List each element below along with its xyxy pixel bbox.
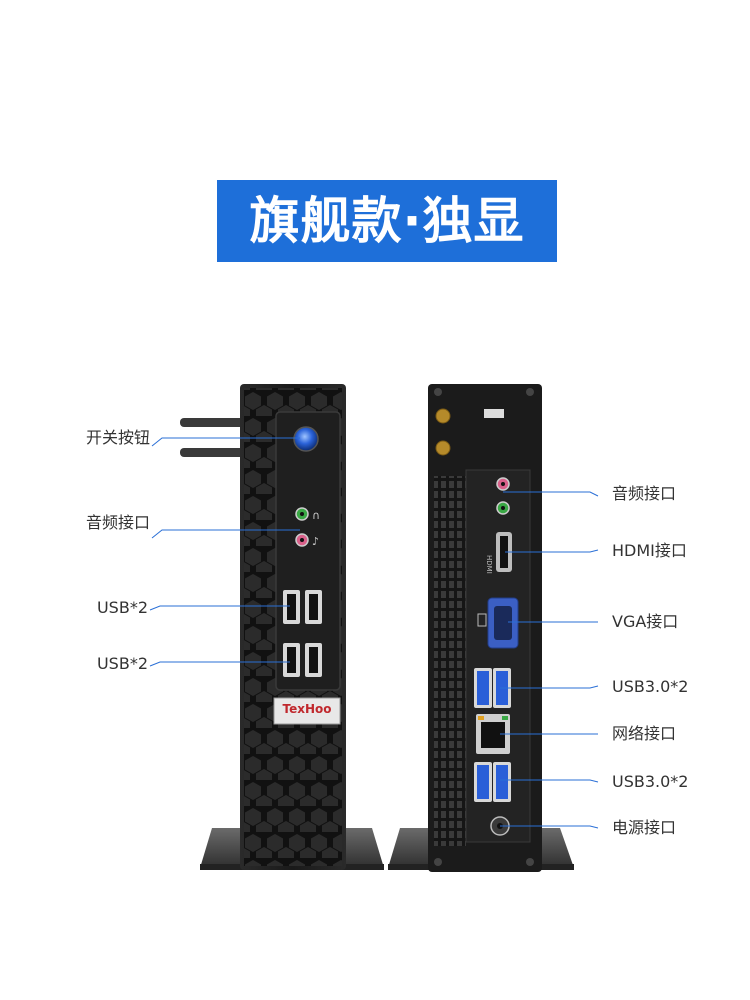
label-front-audio: 音频接口 xyxy=(85,513,150,532)
label-rear-lan: 网络接口 xyxy=(612,724,677,743)
label-front-usb-1: USB*2 xyxy=(96,598,148,617)
brand-logo-plate xyxy=(273,697,341,725)
label-rear-vga: VGA接口 xyxy=(612,612,679,631)
svg-text:♪: ♪ xyxy=(312,535,319,548)
leader-lines xyxy=(149,437,599,829)
label-front-usb-2: USB*2 xyxy=(96,654,148,673)
lan-port-icon xyxy=(476,714,510,754)
label-rear-power: 电源接口 xyxy=(612,818,677,837)
front-unit: ∩ ♪ xyxy=(180,384,384,870)
antenna-icon xyxy=(180,448,245,457)
title-banner: 旗舰款·独显 xyxy=(217,180,557,262)
svg-text:∩: ∩ xyxy=(312,509,320,522)
usb3-port-icon xyxy=(474,668,511,708)
antenna-icon xyxy=(180,418,245,427)
page-title: 旗舰款·独显 xyxy=(249,192,525,250)
antenna-connector-icon xyxy=(435,440,451,456)
usb-port-icon xyxy=(283,590,322,677)
label-rear-usb3-2: USB3.0*2 xyxy=(612,772,689,791)
antenna-connector-icon xyxy=(435,408,451,424)
power-button-icon xyxy=(293,426,319,452)
brand-logo: TexHoo xyxy=(282,702,332,716)
svg-text:HDMI: HDMI xyxy=(485,555,493,574)
label-power-button: 开关按钮 xyxy=(85,428,150,447)
label-rear-usb3-1: USB3.0*2 xyxy=(612,677,689,696)
label-rear-audio: 音频接口 xyxy=(612,484,677,503)
label-rear-hdmi: HDMI接口 xyxy=(612,541,687,560)
rear-unit: HDMI xyxy=(388,384,574,872)
usb3-port-icon xyxy=(474,762,511,802)
